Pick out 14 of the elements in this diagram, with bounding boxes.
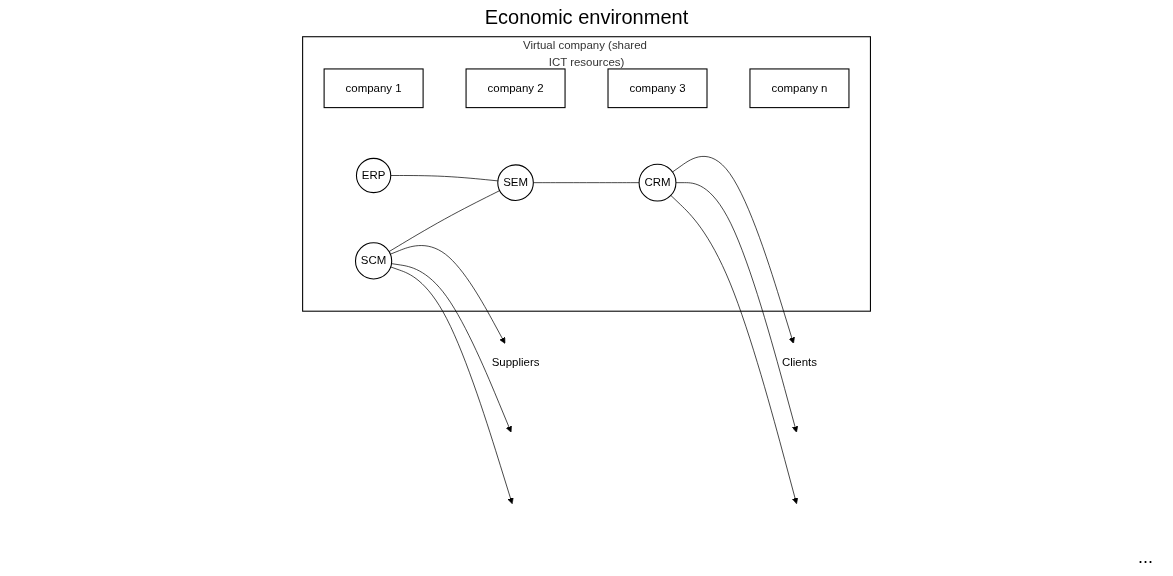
- circle-node: CRM: [638, 163, 677, 202]
- note-text: ...: [1138, 547, 1153, 567]
- company-box: company 2: [465, 68, 566, 109]
- company-box: company 1: [323, 68, 424, 109]
- text-label: Suppliers: [491, 356, 540, 369]
- circle-node: ERP: [355, 157, 392, 194]
- diagram-title: Economic environment: [483, 6, 690, 29]
- company-box: company n: [749, 68, 850, 109]
- circle-node: SCM: [354, 242, 393, 280]
- text-label: Clients: [781, 356, 817, 369]
- connector-line: [390, 175, 499, 182]
- connector-line: [388, 190, 500, 252]
- company-box: company 3: [607, 68, 708, 109]
- circle-node: SEM: [497, 164, 534, 201]
